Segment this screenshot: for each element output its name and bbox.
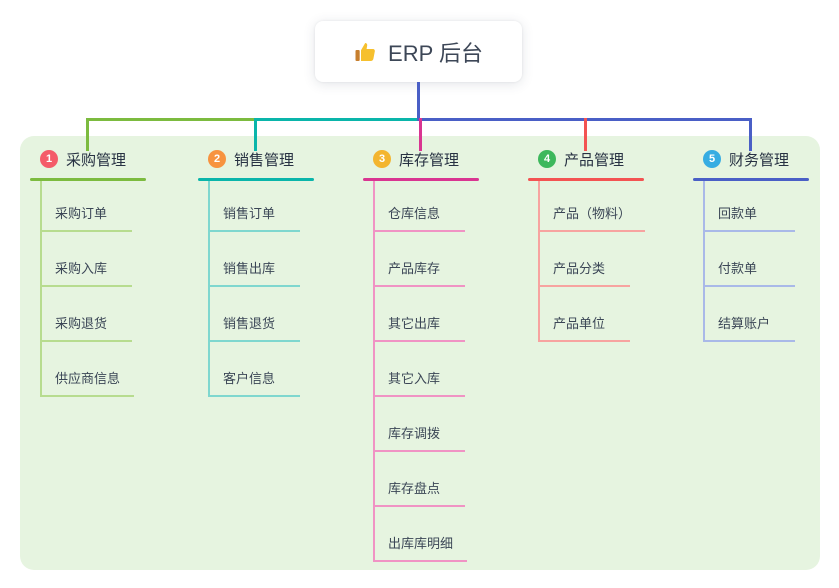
branch-title: 产品管理 bbox=[564, 151, 625, 169]
leaf-node[interactable]: 产品（物料） bbox=[538, 204, 646, 232]
leaf-node[interactable]: 回款单 bbox=[703, 204, 795, 232]
branch-node-4[interactable]: 4 产品管理 bbox=[538, 147, 624, 171]
branch-number-badge: 5 bbox=[703, 150, 721, 168]
branch-drop-line bbox=[749, 118, 752, 151]
leaf-node[interactable]: 采购入库 bbox=[40, 259, 132, 287]
branch-number-badge: 1 bbox=[40, 150, 58, 168]
trunk-segment-teal bbox=[254, 118, 417, 121]
leaf-node[interactable]: 仓库信息 bbox=[373, 204, 465, 232]
leaf-node[interactable]: 销售订单 bbox=[208, 204, 300, 232]
leaf-node[interactable]: 其它出库 bbox=[373, 314, 465, 342]
leaf-node[interactable]: 其它入库 bbox=[373, 369, 465, 397]
trunk-segment-green bbox=[86, 118, 257, 121]
branch-drop-line bbox=[584, 118, 587, 151]
branch-node-5[interactable]: 5 财务管理 bbox=[703, 147, 789, 171]
leaf-node[interactable]: 出库库明细 bbox=[373, 534, 468, 562]
branch-underline bbox=[693, 178, 809, 181]
leaf-node[interactable]: 客户信息 bbox=[208, 369, 300, 397]
branch-drop-line bbox=[254, 118, 257, 151]
branch-title: 销售管理 bbox=[234, 151, 295, 169]
branch-drop-line bbox=[419, 118, 422, 151]
branch-title: 库存管理 bbox=[399, 151, 460, 169]
branch-stem-line bbox=[538, 181, 540, 342]
leaf-node[interactable]: 结算账户 bbox=[703, 314, 795, 342]
branch-number-badge: 2 bbox=[208, 150, 226, 168]
leaf-node[interactable]: 库存盘点 bbox=[373, 479, 465, 507]
branch-number-badge: 3 bbox=[373, 150, 391, 168]
leaf-node[interactable]: 库存调拨 bbox=[373, 424, 465, 452]
thumbs-up-icon bbox=[354, 40, 378, 64]
leaf-node[interactable]: 产品单位 bbox=[538, 314, 630, 342]
branch-stem-line bbox=[703, 181, 705, 342]
branch-number-badge: 4 bbox=[538, 150, 556, 168]
root-stem-line bbox=[417, 82, 420, 119]
leaf-node[interactable]: 采购退货 bbox=[40, 314, 132, 342]
leaf-node[interactable]: 产品分类 bbox=[538, 259, 630, 287]
root-title: ERP 后台 bbox=[388, 40, 483, 66]
leaf-node[interactable]: 付款单 bbox=[703, 259, 795, 287]
branch-underline bbox=[363, 178, 479, 181]
leaf-node[interactable]: 销售退货 bbox=[208, 314, 300, 342]
branch-node-3[interactable]: 3 库存管理 bbox=[373, 147, 459, 171]
branch-underline bbox=[528, 178, 644, 181]
branch-node-1[interactable]: 1 采购管理 bbox=[40, 147, 126, 171]
branch-underline bbox=[30, 178, 146, 181]
leaf-node[interactable]: 采购订单 bbox=[40, 204, 132, 232]
leaf-node[interactable]: 供应商信息 bbox=[40, 369, 135, 397]
leaf-node[interactable]: 产品库存 bbox=[373, 259, 465, 287]
mindmap-panel bbox=[20, 136, 820, 570]
branch-stem-line bbox=[373, 181, 375, 562]
branch-stem-line bbox=[208, 181, 210, 397]
branch-underline bbox=[198, 178, 314, 181]
branch-drop-line bbox=[86, 118, 89, 151]
branch-node-2[interactable]: 2 销售管理 bbox=[208, 147, 294, 171]
branch-stem-line bbox=[40, 181, 42, 397]
branch-title: 财务管理 bbox=[729, 151, 790, 169]
root-node[interactable]: ERP 后台 bbox=[315, 21, 522, 82]
branch-title: 采购管理 bbox=[66, 151, 127, 169]
leaf-node[interactable]: 销售出库 bbox=[208, 259, 300, 287]
